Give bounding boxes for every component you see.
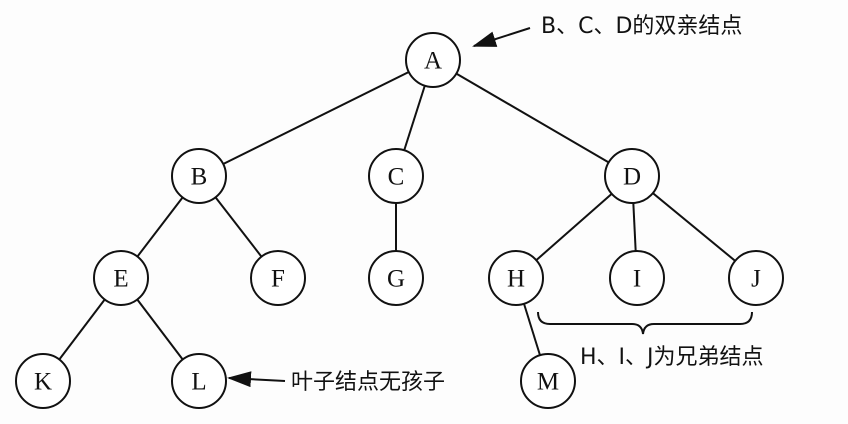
node-F: F xyxy=(250,250,306,306)
node-M: M xyxy=(520,353,576,409)
node-circle xyxy=(250,250,306,306)
node-L: L xyxy=(171,353,227,409)
node-label: H xyxy=(507,266,525,293)
leaf-arrow xyxy=(227,371,286,388)
node-label: I xyxy=(633,266,641,293)
node-circle xyxy=(488,250,544,306)
node-label: A xyxy=(424,48,442,75)
node-circle xyxy=(15,353,71,409)
node-D: D xyxy=(604,148,660,204)
node-circle xyxy=(609,250,665,306)
node-A: A xyxy=(405,32,461,88)
node-circle xyxy=(405,32,461,88)
node-circle xyxy=(368,250,424,306)
node-circle xyxy=(520,353,576,409)
node-label: K xyxy=(34,369,52,396)
node-label: G xyxy=(387,266,405,293)
node-C: C xyxy=(368,148,424,204)
node-label: C xyxy=(388,164,405,191)
node-label: M xyxy=(537,369,559,396)
node-J: J xyxy=(728,250,784,306)
node-label: B xyxy=(191,164,208,191)
parent-annotation: B、C、D的双亲结点 xyxy=(541,14,742,39)
node-G: G xyxy=(368,250,424,306)
sibling-annotation: H、I、J为兄弟结点 xyxy=(580,345,764,370)
node-label: J xyxy=(751,266,761,293)
parent-arrow xyxy=(472,27,531,47)
node-label: L xyxy=(191,369,206,396)
node-label: F xyxy=(271,266,285,293)
leaf-annotation: 叶子结点无孩子 xyxy=(291,370,445,395)
node-circle xyxy=(728,250,784,306)
node-H: H xyxy=(488,250,544,306)
node-circle xyxy=(93,250,149,306)
sibling-brace xyxy=(537,311,753,335)
node-K: K xyxy=(15,353,71,409)
node-circle xyxy=(604,148,660,204)
node-I: I xyxy=(609,250,665,306)
node-label: D xyxy=(623,164,641,191)
node-E: E xyxy=(93,250,149,306)
node-circle xyxy=(368,148,424,204)
edge-A-D xyxy=(432,59,633,177)
node-B: B xyxy=(171,148,227,204)
node-circle xyxy=(171,148,227,204)
node-label: E xyxy=(113,266,128,293)
edge-A-B xyxy=(198,59,434,177)
node-circle xyxy=(171,353,227,409)
